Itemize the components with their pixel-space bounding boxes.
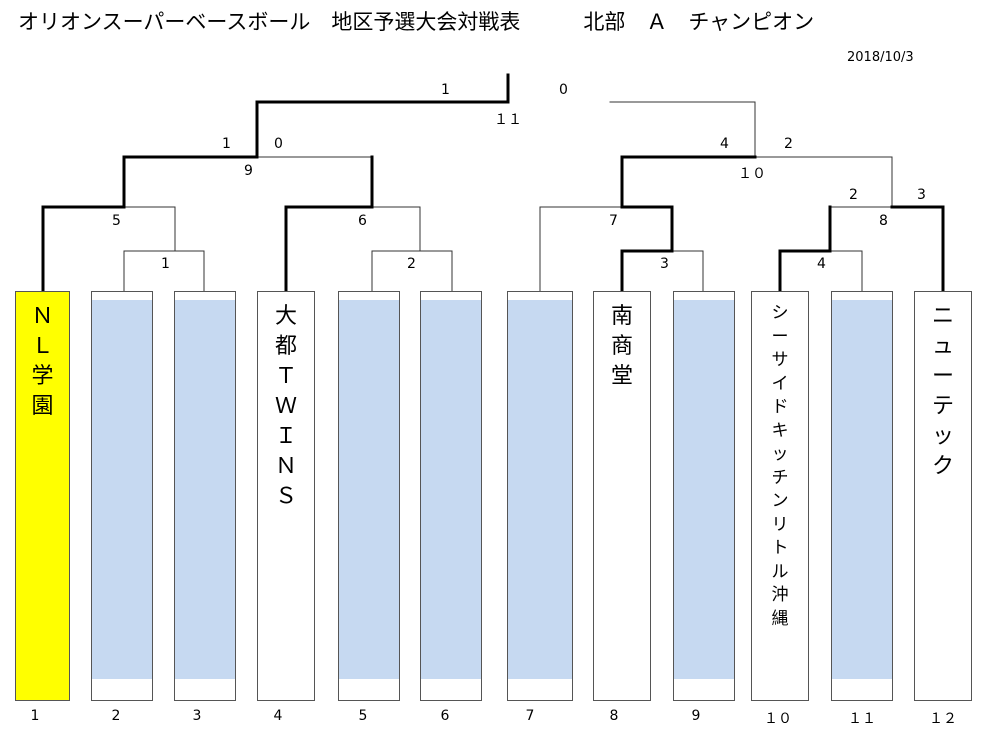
score-final-right: 0 xyxy=(559,82,568,98)
empty-slot-fill xyxy=(674,300,734,679)
score-semi-left-a: 1 xyxy=(222,136,231,152)
team-slot-4: 大 都 Ｔ Ｗ Ｉ Ｎ Ｓ xyxy=(257,291,315,701)
team-slot-3 xyxy=(174,291,236,701)
match-number: 4 xyxy=(817,256,826,272)
team-slot-11 xyxy=(831,291,893,701)
match-number: １１ xyxy=(494,112,522,128)
match-number: 7 xyxy=(609,213,618,229)
seed-number: 5 xyxy=(358,708,368,724)
match-number: 2 xyxy=(407,256,416,272)
seed-number: 4 xyxy=(273,708,283,724)
score-final-left: 1 xyxy=(441,82,450,98)
seed-number: １１ xyxy=(848,711,876,727)
empty-slot-fill xyxy=(508,300,572,679)
match-number: 1 xyxy=(161,256,170,272)
seed-number: 1 xyxy=(30,708,40,724)
score-m8-a: 2 xyxy=(849,187,858,203)
seed-number: 3 xyxy=(192,708,202,724)
seed-number: １２ xyxy=(929,711,957,727)
seed-number: 2 xyxy=(111,708,121,724)
team-slot-1: Ｎ Ｌ 学 園 xyxy=(15,291,70,701)
team-slot-7 xyxy=(507,291,573,701)
match-number: 6 xyxy=(358,213,367,229)
team-slot-12: ニ ュ ー テ ッ ク xyxy=(914,291,972,701)
empty-slot-fill xyxy=(832,300,892,679)
score-m8-b: 3 xyxy=(917,187,926,203)
team-name: ニ ュ ー テ ッ ク xyxy=(931,304,954,479)
team-slot-5 xyxy=(338,291,400,701)
team-name: Ｎ Ｌ 学 園 xyxy=(31,304,54,419)
team-slot-8: 南 商 堂 xyxy=(593,291,651,701)
team-slot-6 xyxy=(420,291,482,701)
date-label: 2018/10/3 xyxy=(847,50,914,65)
empty-slot-fill xyxy=(339,300,399,679)
score-semi-right-b: 2 xyxy=(784,136,793,152)
empty-slot-fill xyxy=(175,300,235,679)
empty-slot-fill xyxy=(421,300,481,679)
match-number: 8 xyxy=(879,213,888,229)
seed-number: 7 xyxy=(525,708,535,724)
match-number: 9 xyxy=(244,163,253,179)
score-semi-right-a: 4 xyxy=(720,136,729,152)
bracket-winner-lines xyxy=(41,73,945,293)
seed-number: 9 xyxy=(691,708,701,724)
empty-slot-fill xyxy=(92,300,152,679)
seed-number: 8 xyxy=(609,708,619,724)
team-slot-9 xyxy=(673,291,735,701)
bracket-thin-lines xyxy=(91,101,893,292)
match-number: １０ xyxy=(738,166,766,182)
seed-number: １０ xyxy=(764,711,792,727)
team-name: 大 都 Ｔ Ｗ Ｉ Ｎ Ｓ xyxy=(274,304,297,509)
team-slot-2 xyxy=(91,291,153,701)
match-number: 5 xyxy=(112,213,121,229)
team-slot-10: シ ー サ イ ド キ ッ チ ン リ ト ル 沖 縄 xyxy=(751,291,809,701)
team-name: 南 商 堂 xyxy=(610,304,633,389)
seed-number: 6 xyxy=(440,708,450,724)
page-title: オリオンスーパーベースボール 地区予選大会対戦表 北部 Ａ チャンピオン xyxy=(18,10,815,34)
score-semi-left-b: 0 xyxy=(274,136,283,152)
team-name: シ ー サ イ ド キ ッ チ ン リ ト ル 沖 縄 xyxy=(771,303,789,629)
match-number: 3 xyxy=(660,256,669,272)
